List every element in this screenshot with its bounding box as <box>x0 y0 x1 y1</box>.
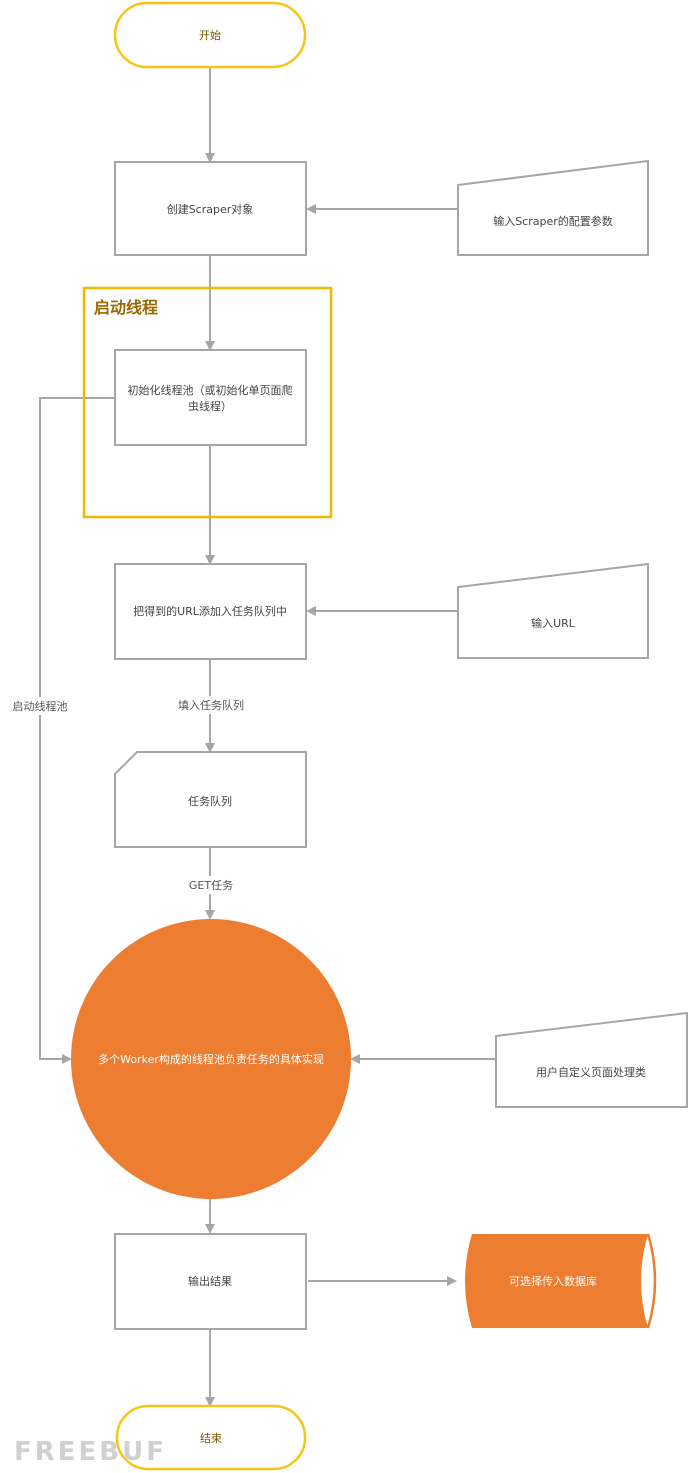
create-scraper-label: 创建Scraper对象 <box>167 202 254 216</box>
init-pool-label-line2: 虫线程） <box>188 399 232 413</box>
end-terminal <box>115 1404 307 1471</box>
task-queue-shape <box>114 751 307 848</box>
input-config-label: 输入Scraper的配置参数 <box>493 214 613 228</box>
watermark-logo: FREEBUF <box>14 1437 167 1467</box>
edge-label-bg-fill-queue <box>170 696 250 714</box>
start-terminal <box>113 1 307 69</box>
edge-label-bg-start-pool <box>6 697 74 715</box>
output-result-box <box>114 1233 307 1330</box>
end-label: 结束 <box>200 1432 222 1445</box>
edge-label-fill-queue: 填入任务队列 <box>178 698 244 712</box>
edge-label-bg-get-task <box>183 876 239 894</box>
database-label: 可选择传入数据库 <box>509 1274 597 1288</box>
worker-pool-label: 多个Worker构成的线程池负责任务的具体实现 <box>98 1052 324 1066</box>
edge-label-get-task: GET任务 <box>189 879 233 892</box>
worker-pool-circle <box>71 919 351 1199</box>
group-start-threads-title: 启动线程 <box>94 298 158 317</box>
init-pool-label-line1: 初始化线程池（或初始化单页面爬 <box>128 383 293 397</box>
output-result-label: 输出结果 <box>188 1274 232 1288</box>
edge-label-start-pool: 启动线程池 <box>13 699 68 713</box>
user-handler-label: 用户自定义页面处理类 <box>536 1065 646 1079</box>
input-url-label: 输入URL <box>531 616 576 630</box>
create-scraper-box <box>114 161 307 256</box>
add-url-box <box>114 563 307 660</box>
user-handler-shape <box>495 1011 688 1108</box>
edge-start-pool <box>39 397 115 1064</box>
input-url-shape <box>457 562 649 659</box>
database-shape <box>465 1234 648 1328</box>
group-start-threads <box>82 286 333 519</box>
database-edge-curve <box>646 1233 657 1329</box>
start-label: 开始 <box>199 28 221 42</box>
input-config-shape <box>457 159 649 256</box>
add-url-label: 把得到的URL添加入任务队列中 <box>133 604 287 618</box>
task-queue-label: 任务队列 <box>188 794 232 808</box>
init-pool-box <box>114 349 307 446</box>
